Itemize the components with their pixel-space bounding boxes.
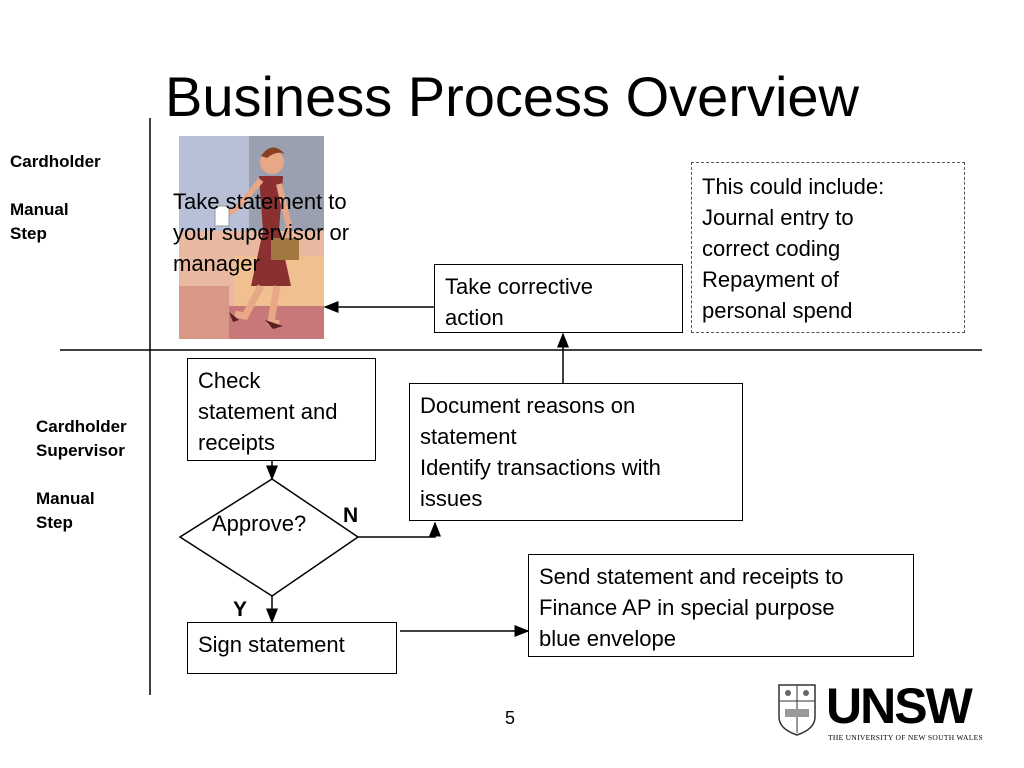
decision-approve-label: Approve?: [212, 511, 307, 536]
branch-no-label: N: [343, 504, 359, 527]
lane-label-supervisor: Cardholder Supervisor Manual Step: [36, 417, 127, 532]
arrow-no-to-document: [358, 521, 441, 538]
lane-label-cardholder: Cardholder Manual Step: [10, 152, 101, 243]
step-sign-statement: Sign statement: [187, 622, 397, 674]
unsw-crest-icon: [778, 684, 816, 736]
step-document-reasons: Document reasons on statement Identify t…: [409, 383, 743, 521]
step-check-statement: Check statement and receipts: [187, 358, 376, 461]
note-corrective-options: This could include: Journal entry to cor…: [691, 162, 965, 333]
step-send-statement: Send statement and receipts to Finance A…: [528, 554, 914, 657]
unsw-wordmark: UNSW: [826, 678, 973, 734]
step-take-statement: Take statement to your supervisor or man…: [173, 189, 350, 276]
businesswoman-illustration: [179, 136, 324, 339]
step-corrective-action: Take corrective action: [434, 264, 683, 333]
unsw-tagline: THE UNIVERSITY OF NEW SOUTH WALES: [828, 733, 983, 742]
branch-yes-label: Y: [233, 598, 248, 621]
page-title: Business Process Overview: [164, 65, 859, 128]
page-number: 5: [505, 708, 516, 728]
